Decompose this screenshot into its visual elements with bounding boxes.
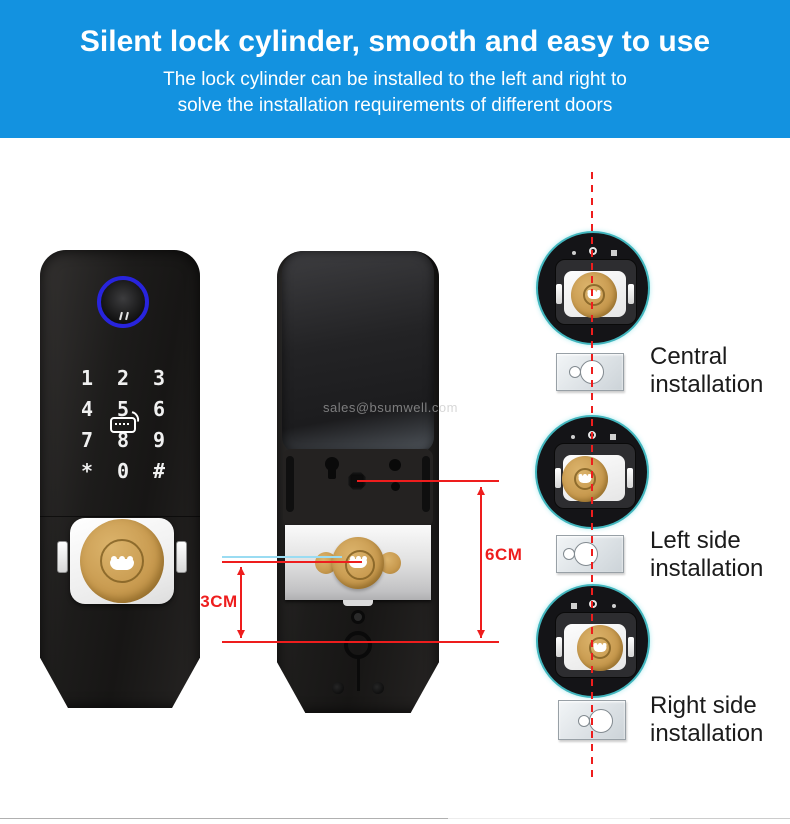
fingerprint-sensor-icon [97, 276, 149, 328]
hero-banner: Silent lock cylinder, smooth and easy to… [0, 0, 790, 138]
keypad-key: 2 [116, 365, 130, 390]
keypad-key: 4 [80, 396, 94, 421]
center-axis-dashed-line [591, 172, 593, 782]
strike-plate-central [556, 353, 624, 391]
front-lock-image: 1 2 3 4 5 6 7 8 9 * 0 # [40, 250, 200, 708]
section-divider [0, 818, 448, 819]
keypad-key: 7 [80, 427, 94, 452]
side-slot-left [57, 541, 68, 573]
section-divider [650, 818, 790, 819]
panel-seam [40, 516, 200, 517]
detail-circle-central [536, 231, 650, 345]
keypad-key: * [80, 458, 94, 483]
screw-hole [389, 459, 401, 471]
dimension-label-3cm: 3CM [200, 592, 238, 611]
screw-hole [332, 682, 344, 694]
keypad-key: 5 [116, 396, 130, 421]
back-lock-image [277, 251, 439, 713]
dimension-arrow-3cm [237, 567, 245, 638]
screw-hole [391, 482, 400, 491]
keypad: 1 2 3 4 5 6 7 8 9 * 0 # [69, 362, 177, 486]
back-lock-shell [277, 251, 439, 713]
section-divider [448, 818, 650, 819]
screw-hole [372, 682, 384, 694]
front-lock-shell: 1 2 3 4 5 6 7 8 9 * 0 # [40, 250, 200, 708]
cable-hole [351, 610, 365, 624]
dimension-arrow-6cm [477, 487, 485, 638]
page-title: Silent lock cylinder, smooth and easy to… [79, 25, 711, 58]
hero-subtitle-line1: The lock cylinder can be installed to th… [163, 69, 627, 90]
keypad-key: 0 [116, 458, 130, 483]
hero-subtitle-line2: solve the installation requirements of d… [177, 95, 613, 116]
keypad-key: 9 [152, 427, 166, 452]
mini-cylinder-right [577, 625, 623, 671]
watermark: sales@bsumwell.com [323, 400, 458, 415]
dimension-line-top [357, 480, 499, 482]
side-slot-right [176, 541, 187, 573]
mini-cylinder-left [562, 456, 608, 502]
label-central-installation: Central installation [650, 343, 764, 398]
rfid-card-icon [110, 411, 141, 433]
dimension-line-bottom [222, 641, 499, 643]
dimension-label-6cm: 6CM [485, 545, 523, 564]
keypad-key: # [152, 458, 166, 483]
keyway-icon [349, 556, 367, 568]
label-left-installation: Left side installation [650, 527, 764, 582]
mini-cylinder-center [571, 272, 617, 318]
dimension-line-cylinder [222, 561, 362, 563]
spindle-hole [344, 631, 372, 659]
keypad-key: 6 [152, 396, 166, 421]
keyway-icon [110, 556, 134, 570]
keypad-key: 1 [80, 365, 94, 390]
keyhole-icon [325, 457, 339, 471]
keypad-key: 8 [116, 427, 130, 452]
detail-circle-right [536, 584, 650, 698]
keypad-key: 3 [152, 365, 166, 390]
strike-plate-left [556, 535, 624, 573]
label-right-installation: Right side installation [650, 692, 764, 747]
battery-cover [282, 251, 434, 453]
cylinder-center-guide [222, 556, 342, 558]
